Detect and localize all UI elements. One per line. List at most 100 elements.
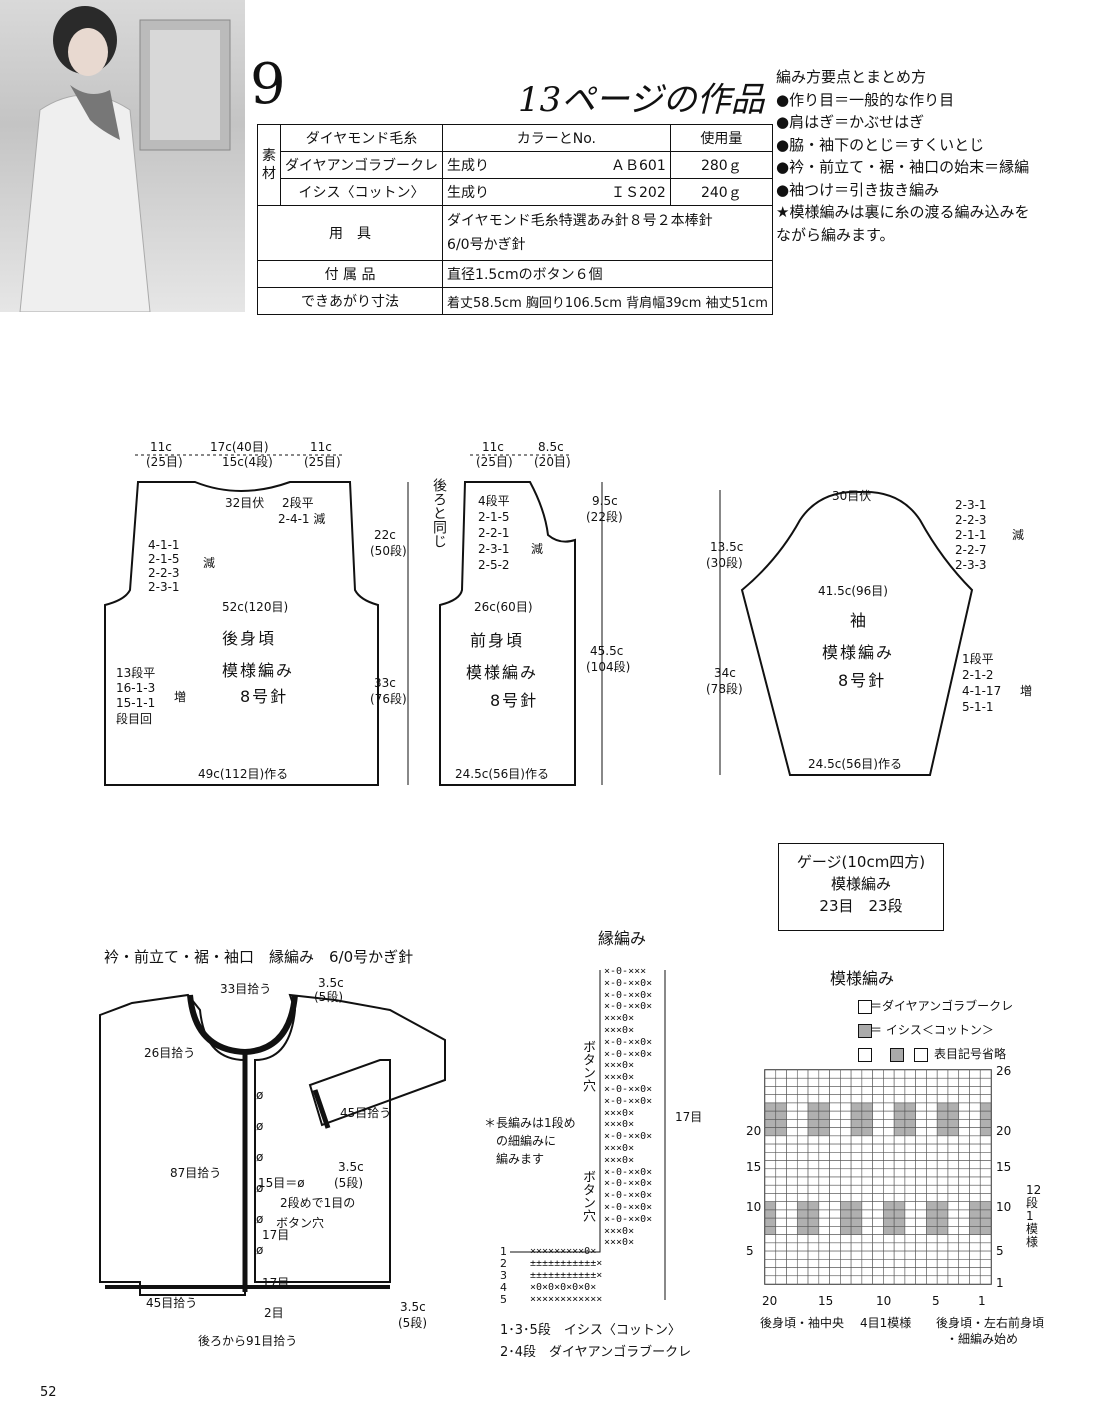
motif-cell [807, 1094, 820, 1104]
motif-cell [915, 1102, 927, 1112]
motif-cell [786, 1226, 798, 1235]
motif-cell [807, 1209, 820, 1219]
motif-cell [850, 1094, 863, 1104]
pattern-number: 9 [250, 52, 286, 117]
motif-cell [840, 1110, 852, 1120]
motif-col-10: 10 [876, 1294, 892, 1308]
motif-cell [807, 1069, 820, 1079]
motif-cell [818, 1217, 830, 1227]
motif-cell [775, 1119, 787, 1128]
sleeve-cap: 2-2-3 [955, 513, 987, 527]
sleeve-cap-h-2: (30段) [706, 556, 743, 570]
chart-buttonhole-2: ボタン穴 [580, 1170, 595, 1222]
back-needle: 8号針 [240, 687, 289, 706]
motif-cell [818, 1152, 830, 1161]
motif-cell [829, 1102, 841, 1112]
motif-cell [818, 1176, 830, 1186]
motif-cell [936, 1234, 949, 1244]
motif-cell [904, 1143, 916, 1153]
motif-cell [807, 1077, 820, 1087]
motif-cell [786, 1069, 798, 1079]
motif-cell [958, 1217, 970, 1227]
motif-cell [883, 1160, 895, 1170]
edging-btn-note-1: 2段めで1目の [280, 1196, 356, 1210]
legend-swatch-white [858, 1048, 872, 1062]
motif-cell [818, 1259, 830, 1268]
back-side: 13段平 [116, 666, 156, 680]
motif-cell [872, 1143, 884, 1153]
motif-cell [883, 1226, 895, 1235]
motif-cell [872, 1119, 884, 1128]
motif-cell [969, 1275, 981, 1285]
motif-cell [926, 1094, 938, 1104]
motif-cell [926, 1069, 938, 1079]
motif-cell [786, 1217, 798, 1227]
motif-cell [915, 1119, 927, 1128]
motif-cell [958, 1094, 970, 1104]
motif-cell [958, 1250, 970, 1260]
motif-cell [872, 1069, 884, 1079]
motif-cell [926, 1201, 938, 1211]
motif-cell [796, 1127, 809, 1137]
motif-cell [883, 1143, 895, 1153]
motif-cell [818, 1086, 830, 1095]
motif-cell [883, 1250, 895, 1260]
motif-cell [807, 1102, 820, 1112]
edging-hem-h: 3.5c [400, 1300, 426, 1314]
gauge-box: ゲージ(10cm四方) 模様編み 23目 23段 [778, 843, 944, 931]
motif-cell [926, 1184, 938, 1194]
motif-cell [947, 1127, 960, 1137]
motif-cell [893, 1152, 906, 1161]
motif-cell [979, 1242, 992, 1252]
motif-cell [807, 1152, 820, 1161]
motif-cell [861, 1152, 873, 1161]
motif-cell [796, 1184, 809, 1194]
yarn-code: ＡＢ601 [543, 151, 671, 179]
motif-cell [850, 1242, 863, 1252]
motif-cell [926, 1234, 938, 1244]
front-stitch: 模様編み [466, 663, 539, 682]
gauge-title: ゲージ(10cm四方) [796, 853, 926, 871]
motif-cell [872, 1217, 884, 1227]
motif-cell [969, 1077, 981, 1087]
motif-cell [829, 1135, 841, 1145]
front-neck: 2-5-2 [478, 558, 510, 572]
motif-cell [850, 1193, 863, 1202]
motif-cell [818, 1209, 830, 1219]
motif-cell [818, 1250, 830, 1260]
motif-cell [786, 1250, 798, 1260]
back-h-top-2: (50段) [370, 544, 407, 558]
motif-cell [883, 1209, 895, 1219]
sleeve-name: 袖 [850, 611, 869, 630]
motif-cell [947, 1160, 960, 1170]
motif-cell [979, 1259, 992, 1268]
motif-cell [796, 1226, 809, 1235]
motif-row-left: 10 [746, 1200, 762, 1214]
motif-cell [775, 1226, 787, 1235]
motif-cell [947, 1168, 960, 1178]
back-side-inc: 増 [174, 690, 187, 704]
motif-cell [936, 1259, 949, 1268]
motif-cell [958, 1077, 970, 1087]
edging-cuff-h-2: (5段) [334, 1176, 363, 1190]
motif-cell [926, 1267, 938, 1277]
motif-cell [979, 1168, 992, 1178]
motif-cell [883, 1152, 895, 1161]
front-chest: 26c(60目) [474, 600, 533, 614]
motif-cell [872, 1209, 884, 1219]
motif-cell [775, 1160, 787, 1170]
motif-cell [850, 1102, 863, 1112]
motif-cell [893, 1110, 906, 1120]
motif-cell [807, 1242, 820, 1252]
motif-cell [807, 1275, 820, 1285]
motif-cell [786, 1119, 798, 1128]
motif-cell [829, 1168, 841, 1178]
motif-cell [904, 1209, 916, 1219]
motif-cell [979, 1119, 992, 1128]
motif-cell [893, 1168, 906, 1178]
motif-cell [764, 1217, 777, 1227]
motif-cell [936, 1201, 949, 1211]
motif-cell [904, 1127, 916, 1137]
front-needle: 8号針 [490, 691, 539, 710]
